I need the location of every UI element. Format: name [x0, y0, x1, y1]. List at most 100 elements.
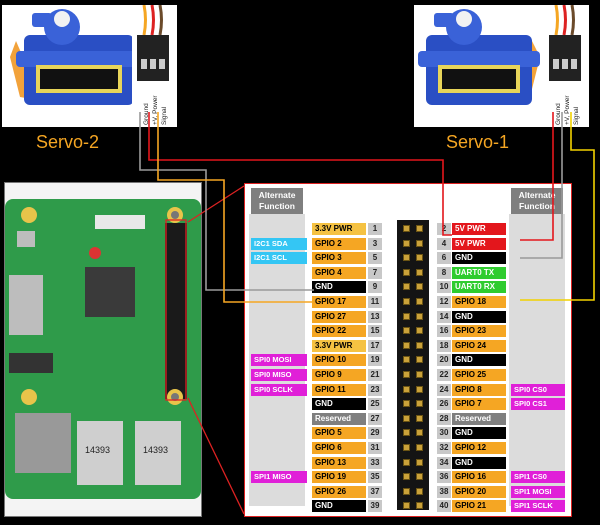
pin-number: 22	[437, 369, 451, 381]
pin-label: UART0 RX	[452, 281, 506, 294]
pin-number: 5	[368, 252, 382, 265]
pin-label: GND	[452, 456, 506, 469]
pin-number: 26	[437, 398, 451, 411]
pin-label: GPIO 9	[312, 369, 366, 381]
header-pin	[416, 268, 423, 276]
pin-number: 11	[368, 296, 382, 308]
servo-2-connector: Ground +V, Power Signal	[132, 4, 177, 127]
pin-number: 3	[368, 237, 382, 250]
pin-number: 20	[437, 354, 451, 367]
pin-label: GPIO 26	[312, 485, 366, 498]
pin-label: GPIO 8	[452, 383, 506, 396]
servo-1-ground-label: Ground	[555, 103, 562, 125]
alt-function-label: SPI0 SCLK	[251, 383, 307, 396]
pin-label: GND	[312, 281, 366, 294]
header-pin	[416, 487, 423, 495]
pin-label: GPIO 22	[312, 325, 366, 338]
header-pin	[416, 458, 423, 466]
pin-number: 13	[368, 310, 382, 323]
pin-label: GPIO 2	[312, 237, 366, 250]
servo-2-title: Servo-2	[36, 132, 100, 152]
alt-function-heading-right-text: Alternate Function	[518, 190, 556, 211]
pin-label: GPIO 24	[452, 339, 506, 352]
pin-number: 35	[368, 471, 382, 484]
pin-number: 24	[437, 383, 451, 396]
pin-label: GPIO 25	[452, 369, 506, 381]
header-pin	[403, 444, 410, 451]
pin-number: 36	[437, 471, 451, 484]
pin-label: GPIO 5	[312, 427, 366, 440]
pin-label: 3.3V PWR	[312, 339, 366, 352]
pin-label: GPIO 23	[452, 325, 506, 338]
pin-number: 2	[437, 223, 451, 235]
pin-label: GPIO 27	[312, 310, 366, 323]
servo-1-photo	[414, 5, 544, 127]
alt-function-label: SPI0 CS1	[511, 398, 565, 411]
usb-label-1: 14393	[85, 445, 111, 455]
pin-number: 30	[437, 427, 451, 440]
header-pin	[416, 444, 423, 451]
alt-function-label: SPI0 MOSI	[251, 354, 307, 367]
pin-number: 23	[368, 383, 382, 396]
header-pin	[416, 385, 423, 393]
servo-2-icon	[10, 9, 146, 105]
header-pin	[416, 414, 423, 422]
header-pin	[416, 225, 423, 232]
header-pin	[403, 429, 410, 437]
pin-number: 10	[437, 281, 451, 294]
header-pin	[403, 327, 410, 335]
header-pin	[416, 400, 423, 408]
pin-number: 31	[368, 442, 382, 454]
pin-label: GPIO 7	[452, 398, 506, 411]
pin-label: GND	[452, 252, 506, 265]
pin-number: 16	[437, 325, 451, 338]
pin-label: GND	[312, 500, 366, 513]
raspberry-pi-board-icon	[5, 199, 201, 499]
raspberry-pi-photo: 14393 14393	[4, 182, 202, 517]
pin-number: 8	[437, 266, 451, 279]
servo-1-icon	[418, 9, 540, 105]
pin-number: 12	[437, 296, 451, 308]
header-pin	[403, 487, 410, 495]
pin-number: 40	[437, 500, 451, 513]
pin-number: 38	[437, 485, 451, 498]
header-pin	[403, 385, 410, 393]
header-pin	[416, 356, 423, 364]
header-pin	[403, 298, 410, 305]
header-pin	[403, 341, 410, 349]
pin-number: 27	[368, 412, 382, 425]
servo-1-signal-label: Signal	[573, 106, 580, 125]
header-pin	[416, 239, 423, 247]
pin-number: 34	[437, 456, 451, 469]
header-pin	[403, 400, 410, 408]
header-pin	[416, 341, 423, 349]
alt-function-label: SPI1 MISO	[251, 471, 307, 484]
pin-label: GPIO 4	[312, 266, 366, 279]
header-pin	[403, 283, 410, 291]
pin-label: GPIO 6	[312, 442, 366, 454]
pin-number: 4	[437, 237, 451, 250]
pin-label: GPIO 18	[452, 296, 506, 308]
pin-number: 14	[437, 310, 451, 323]
